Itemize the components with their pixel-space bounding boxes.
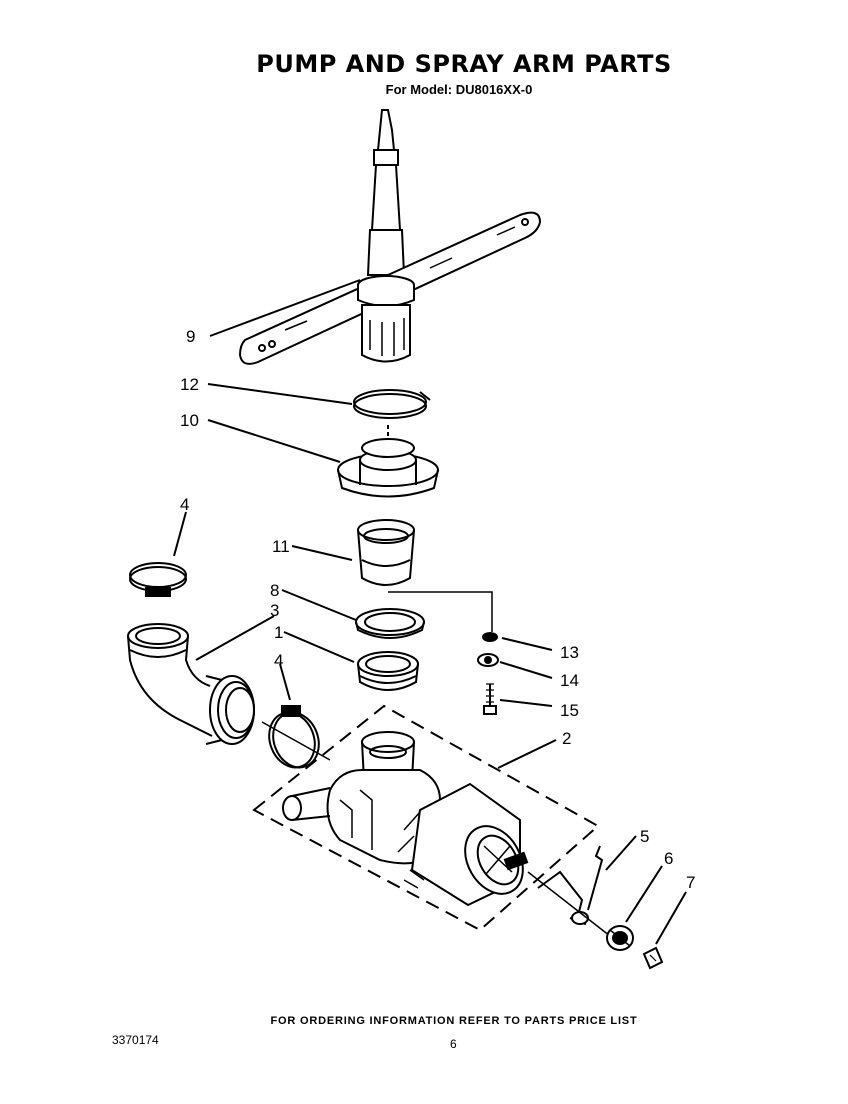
hardware-reference-line (388, 591, 493, 632)
leader-14 (499, 661, 553, 679)
leader-4-upper (173, 511, 187, 557)
callout-6: 6 (664, 849, 673, 868)
leader-10 (207, 419, 341, 463)
leader-12 (207, 383, 353, 405)
callout-15: 15 (560, 701, 579, 720)
callout-3: 3 (270, 601, 279, 620)
leader-4-lower (279, 663, 291, 701)
leader-7 (655, 891, 687, 945)
pump-seal (357, 651, 419, 691)
motor-alignment-line (527, 871, 611, 937)
callout-13: 13 (560, 643, 579, 662)
leader-15 (499, 699, 553, 707)
drain-hose-elbow (127, 623, 255, 745)
callout-8: 8 (270, 581, 279, 600)
leader-1 (283, 631, 355, 663)
callout-1: 1 (274, 623, 283, 642)
hose-clamp-upper (129, 562, 187, 597)
document-number: 3370174 (112, 1033, 159, 1047)
callout-14: 14 (560, 671, 579, 690)
callout-12: 12 (180, 375, 199, 394)
callout-7: 7 (686, 873, 695, 892)
leader-2 (497, 739, 557, 769)
filter-cup (357, 519, 415, 586)
warning-tag (642, 946, 664, 970)
callout-2: 2 (562, 729, 571, 748)
ordering-info-footer: FOR ORDERING INFORMATION REFER TO PARTS … (270, 1015, 638, 1027)
hardware-group (477, 632, 499, 715)
hose-clamp-lower (268, 705, 320, 769)
page-number: 6 (450, 1037, 457, 1051)
leader-9 (209, 279, 361, 337)
hex-nut (606, 925, 634, 951)
pump-motor-assembly (252, 704, 600, 932)
leader-5 (605, 835, 637, 871)
gasket (355, 608, 425, 639)
callout-11: 11 (272, 537, 290, 556)
page-title: PUMP AND SPRAY ARM PARTS (256, 50, 672, 78)
spray-arm-assembly (238, 109, 542, 365)
leader-8 (281, 589, 357, 621)
callout-4-upper: 4 (180, 495, 189, 514)
leader-6 (625, 865, 663, 923)
callout-5: 5 (640, 827, 649, 846)
leader-13 (501, 637, 553, 651)
motor-bracket (537, 845, 604, 925)
callout-10: 10 (180, 411, 199, 430)
hose-alignment-line (261, 721, 331, 761)
model-subtitle: For Model: DU8016XX-0 (385, 82, 533, 97)
leader-11 (291, 545, 353, 561)
leader-3 (195, 615, 275, 661)
retaining-ring (353, 389, 431, 419)
callout-4-lower: 4 (274, 651, 283, 670)
callout-9: 9 (186, 327, 195, 346)
spray-arm-bearing (337, 425, 439, 498)
